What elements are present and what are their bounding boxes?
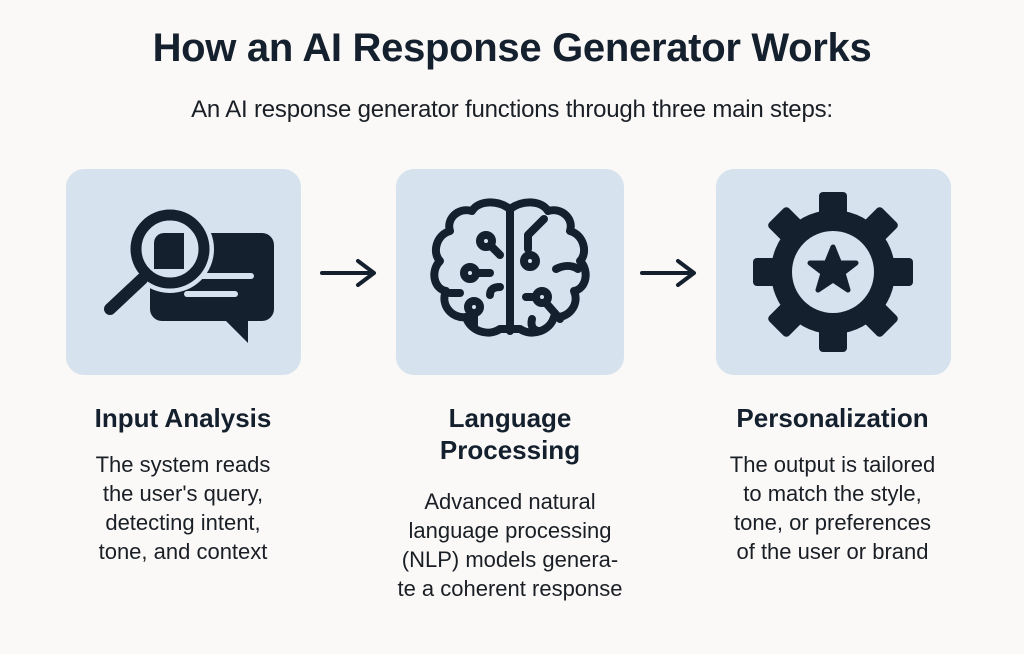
description-line: the user's query, bbox=[102, 481, 264, 506]
gear-star-icon bbox=[753, 192, 913, 352]
description-line: to match the style, bbox=[743, 481, 922, 506]
description-line: Advanced natural bbox=[424, 489, 596, 514]
arrow-right-icon bbox=[320, 259, 376, 287]
description-line: tone, or preferences bbox=[734, 510, 931, 535]
page-subtitle: An AI response generator functions throu… bbox=[191, 96, 833, 123]
step-title-language-processing: Language Processing bbox=[390, 402, 630, 466]
step-title-line: Personalization bbox=[736, 403, 929, 433]
arrow-right-icon bbox=[640, 259, 696, 287]
search-chat-icon bbox=[104, 205, 274, 343]
personalization-card bbox=[716, 169, 951, 375]
step-title-input-analysis: Input Analysis bbox=[60, 402, 306, 434]
step-description-language-processing: Advanced natural language processing (NL… bbox=[370, 487, 650, 603]
step-description-input-analysis: The system reads the user's query, detec… bbox=[60, 450, 306, 566]
step-title-line: Language bbox=[448, 403, 572, 433]
description-line: The system reads bbox=[95, 452, 271, 477]
brain-circuit-icon bbox=[430, 198, 590, 337]
description-line: language processing bbox=[408, 518, 612, 543]
description-line: of the user or brand bbox=[736, 539, 929, 564]
description-line: detecting intent, bbox=[105, 510, 261, 535]
step-title-line: Processing bbox=[439, 435, 581, 465]
step-title-personalization: Personalization bbox=[700, 402, 965, 434]
language-processing-card bbox=[396, 169, 624, 375]
step-title-line: Input Analysis bbox=[94, 403, 272, 433]
input-analysis-card bbox=[66, 169, 301, 375]
description-line: The output is tailored bbox=[729, 452, 936, 477]
description-line: te a coherent response bbox=[397, 576, 623, 601]
description-line: (NLP) models genera- bbox=[401, 547, 619, 572]
page-title: How an AI Response Generator Works bbox=[152, 26, 872, 70]
description-line: tone, and context bbox=[98, 539, 268, 564]
step-description-personalization: The output is tailored to match the styl… bbox=[695, 450, 970, 566]
